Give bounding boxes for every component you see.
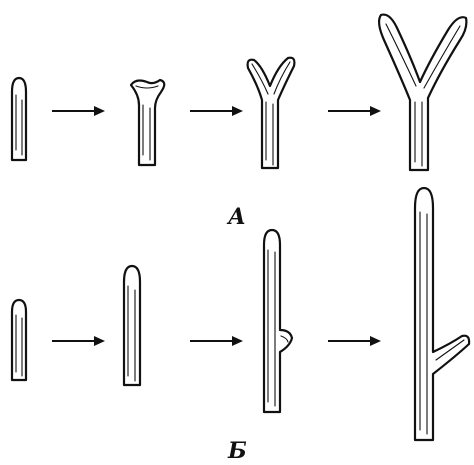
row-b-stage-2-shoot [124, 266, 140, 385]
row-b-arrow-1 [52, 336, 105, 346]
row-a-stage-4-fork [379, 15, 466, 170]
row-a-arrow-1 [52, 106, 105, 116]
row-b-label: Б [227, 438, 247, 464]
row-b-stage-1-shoot [12, 300, 26, 380]
row-a: А [12, 15, 466, 230]
row-b-stage-4-main-axis-with-branch [415, 188, 469, 440]
row-a-arrow-3 [328, 106, 381, 116]
row-a-stage-2-shoot [131, 80, 164, 165]
row-a-arrow-2 [190, 106, 243, 116]
row-a-stage-3-fork [248, 58, 295, 168]
row-a-label: А [226, 204, 246, 230]
row-b-stage-3-shoot-with-bud [264, 230, 292, 412]
row-b-arrow-2 [190, 336, 243, 346]
row-b-arrow-3 [328, 336, 381, 346]
row-a-stage-1-shoot [12, 78, 26, 160]
